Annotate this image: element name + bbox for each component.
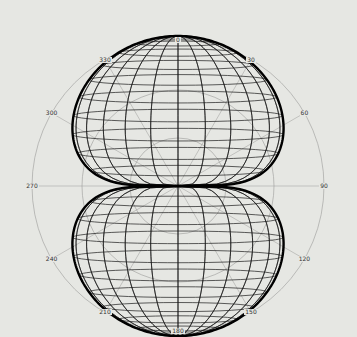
- mesh-meridian: [72, 186, 283, 336]
- angle-label: 150: [244, 309, 257, 315]
- mesh-meridian: [151, 36, 206, 186]
- angle-label: 60: [300, 110, 310, 116]
- mesh-meridian: [87, 186, 270, 336]
- angle-label: 30: [246, 57, 256, 63]
- mesh-parallel: [73, 231, 284, 244]
- angle-label: 240: [45, 256, 58, 262]
- angle-label: 180: [171, 328, 184, 334]
- mesh-parallel: [78, 147, 279, 159]
- angle-label: 330: [98, 57, 111, 63]
- mesh-parallel: [119, 316, 238, 323]
- mesh-parallel: [79, 269, 277, 281]
- angle-label: 120: [298, 256, 311, 262]
- mesh-parallel: [91, 196, 266, 206]
- mesh-meridian: [103, 36, 252, 186]
- mesh-parallel: [91, 165, 266, 175]
- mesh-meridian: [125, 186, 231, 336]
- mesh-meridian: [87, 186, 270, 336]
- mesh-meridian: [87, 36, 270, 186]
- mesh-meridian: [87, 36, 270, 186]
- mesh-parallel: [119, 49, 238, 56]
- mesh-meridian: [125, 36, 231, 186]
- mesh-meridian: [125, 36, 231, 186]
- dipole-lobes: [72, 36, 283, 336]
- mesh-meridian: [103, 186, 252, 336]
- mesh-parallel: [102, 60, 253, 69]
- mesh-parallel: [89, 287, 267, 298]
- mesh-parallel: [73, 128, 284, 141]
- mesh-parallel: [74, 109, 283, 122]
- mesh-parallel: [78, 213, 279, 225]
- mesh-meridian: [103, 36, 252, 186]
- angle-label: 90: [319, 183, 329, 189]
- mesh-meridian: [151, 186, 206, 336]
- mesh-meridian: [103, 186, 252, 336]
- angle-label: 0: [175, 37, 181, 43]
- mesh-parallel: [102, 303, 253, 312]
- mesh-meridian: [151, 186, 206, 336]
- lobe-outline: [72, 186, 283, 336]
- angle-label: 300: [45, 110, 58, 116]
- mesh-meridian: [125, 186, 231, 336]
- mesh-parallel: [89, 75, 267, 86]
- mesh-meridian: [151, 36, 206, 186]
- lobe-outline: [72, 36, 283, 186]
- angle-label: 270: [25, 183, 38, 189]
- mesh-meridian: [178, 36, 179, 186]
- angle-label: 210: [98, 309, 111, 315]
- mesh-parallel: [79, 91, 277, 103]
- mesh-meridian: [72, 36, 283, 186]
- mesh-parallel: [74, 250, 283, 263]
- mesh-meridian: [178, 186, 179, 336]
